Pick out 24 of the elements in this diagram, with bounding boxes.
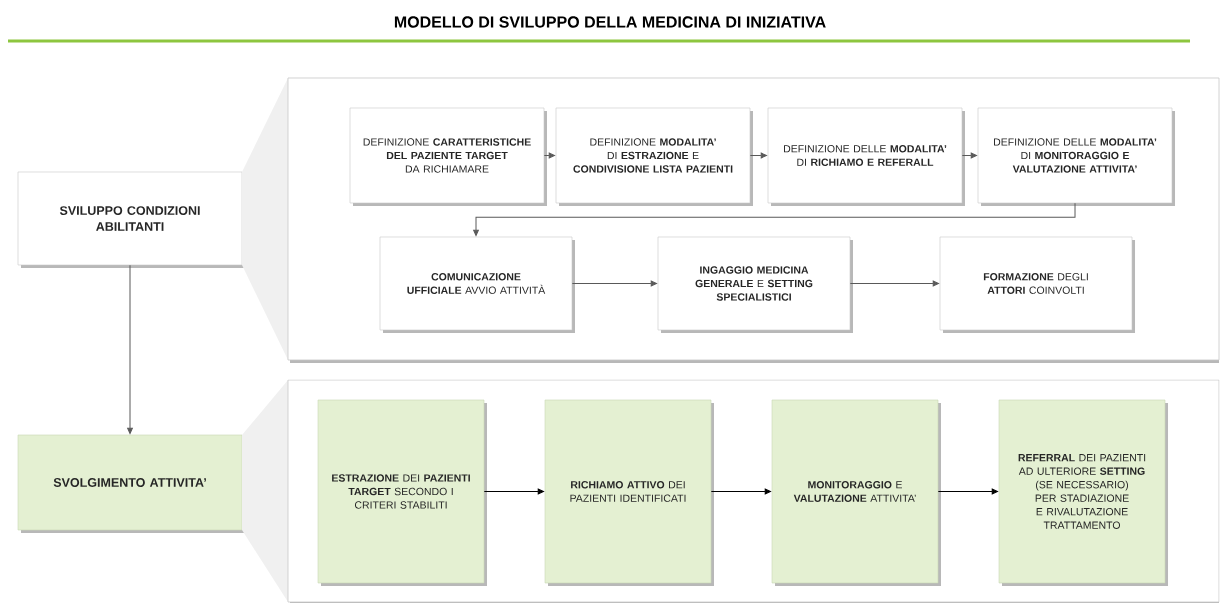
- arrow: [473, 202, 1076, 236]
- process-box: INGAGGIO MEDICINA GENERALE E SETTING SPECIALISTICI: [657, 236, 853, 333]
- arrow: [749, 152, 767, 159]
- process-box: DEFINIZIONE DELLE MODALITA’ DI MONITORAGGIO E VALUTAZIONE ATTIVITA’: [977, 107, 1175, 206]
- arrow: [849, 280, 939, 287]
- arrow: [543, 152, 555, 159]
- arrow: [961, 152, 977, 159]
- arrow: [937, 488, 998, 495]
- arrow: [127, 264, 133, 434]
- process-box: MONITORAGGIO E VALUTAZIONE ATTIVITA’: [771, 399, 941, 586]
- process-box: ESTRAZIONE DEI PAZIENTI TARGET SECONDO I CRITERI STABILITI: [317, 399, 487, 586]
- process-box: SVILUPPO CONDIZIONI ABILITANTI: [17, 171, 245, 268]
- process-box: FORMAZIONE DEGLI ATTORI COINVOLTI: [939, 236, 1135, 333]
- title: MODELLO DI SVILUPPO DELLA MEDICINA DI INIZIATIVA: [394, 16, 826, 28]
- process-box: DEFINIZIONE CARATTERISTICHE DEL PAZIENTE TARGET DA RICHIAMARE: [349, 107, 547, 206]
- process-box: DEFINIZIONE DELLE MODALITA’ DI RICHIAMO E REFERALL: [767, 107, 965, 206]
- process-box: COMUNICAZIONE UFFICIALE AVVIO ATTIVITÀ: [379, 236, 575, 333]
- process-box: RICHIAMO ATTIVO DEI PAZIENTI IDENTIFICATI: [544, 399, 714, 586]
- arrow: [571, 280, 657, 287]
- process-box: REFERRAL DEI PAZIENTI AD ULTERIORE SETTING (SE NECESSARIO) PER STADIAZIONE E RIVALUTAZIONE TRATTAMENTO: [998, 399, 1168, 586]
- process-box: DEFINIZIONE MODALITA’ DI ESTRAZIONE E CONDIVISIONE LISTA PAZIENTI: [555, 107, 753, 206]
- arrow: [710, 488, 771, 495]
- arrow: [483, 488, 544, 495]
- process-box: SVOLGIMENTO ATTIVITA’: [17, 434, 245, 533]
